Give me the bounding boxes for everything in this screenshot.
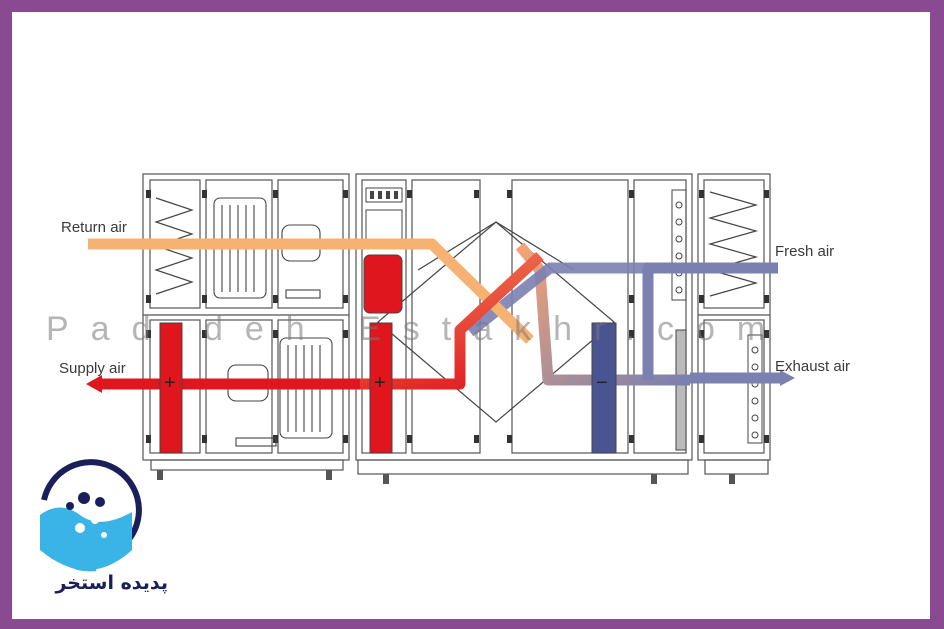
preheat-coil — [159, 322, 183, 454]
preheat-plus-symbol: + — [164, 372, 176, 394]
return-airflow — [88, 238, 534, 344]
supply-air-label: Supply air — [59, 360, 126, 377]
heat-exchanger — [377, 221, 615, 423]
humidifier — [363, 254, 403, 314]
return-air-label: Return air — [61, 219, 127, 236]
control-box — [365, 187, 403, 241]
brand-name: پدیده استخر — [55, 572, 168, 594]
reheat-coil — [369, 322, 393, 454]
exhaust-air-label: Exhaust air — [775, 358, 851, 375]
logo-mark — [38, 459, 142, 572]
fresh-air-label: Fresh air — [775, 243, 835, 260]
bag-filter — [675, 329, 687, 451]
fresh-air-damper — [671, 189, 687, 301]
exhaust-air-damper — [747, 334, 763, 444]
cooling-coil — [591, 322, 617, 454]
fresh-filter — [707, 191, 759, 297]
watermark-text: Pad deh Estakhr.com — [46, 310, 787, 348]
cooling-minus-symbol: − — [596, 372, 608, 394]
supply-fan — [227, 337, 333, 447]
ahu-feet — [157, 470, 735, 484]
panel-hinges — [146, 190, 769, 443]
reheat-plus-symbol: + — [374, 372, 386, 394]
supply-airflow — [86, 251, 544, 393]
